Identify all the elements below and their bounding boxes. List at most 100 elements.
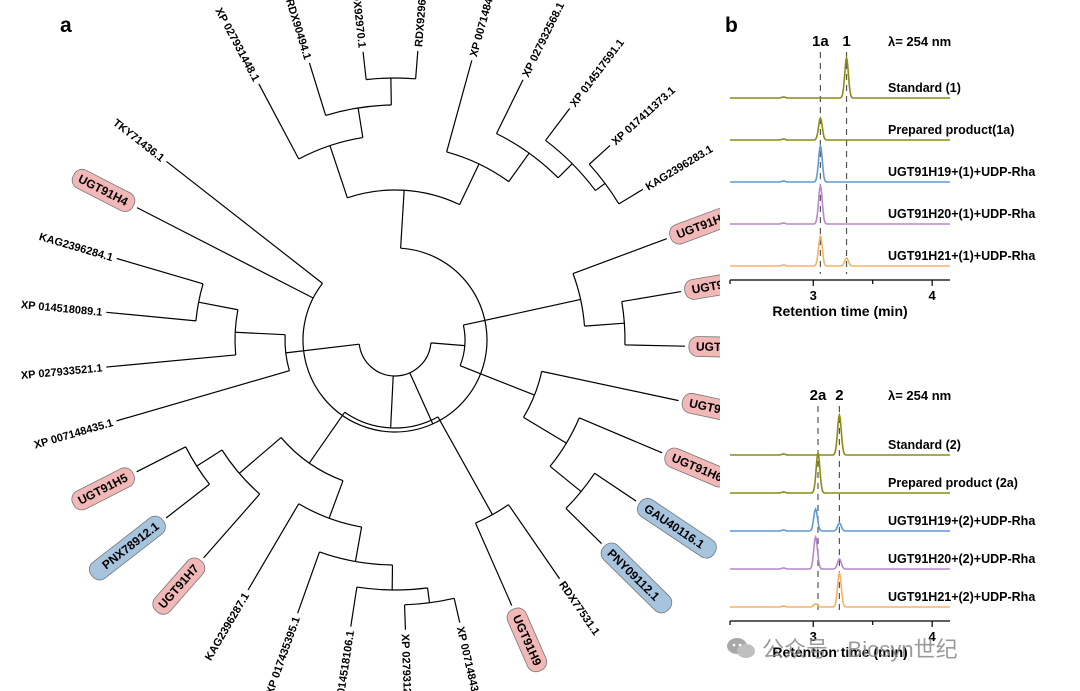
tree-branch	[308, 411, 346, 464]
leaf-label: GAU40116.1	[641, 501, 707, 551]
tree-branch	[329, 145, 348, 198]
leaf-ugt91h6: UGT91H6	[664, 447, 720, 488]
peak-label-2: 2	[835, 387, 843, 404]
x-axis-title: Retention time (min)	[772, 644, 907, 660]
tree-arc	[284, 334, 290, 371]
leaf-label: XP 017411373.1	[610, 85, 678, 148]
tree-branch	[588, 145, 611, 165]
leaf-ugt91h8: UGT91H8	[681, 392, 720, 424]
tree-arc	[366, 77, 416, 81]
tree-arc	[496, 133, 559, 179]
tree-branch	[459, 365, 535, 396]
trace-label: UGT91H19+(2)+UDP-Rha	[888, 514, 1036, 528]
trace-5	[730, 233, 950, 267]
leaf-rdx929701: RDX92970.1	[349, 0, 368, 49]
leaf-xp0071484341: XP 007148434.1	[468, 0, 501, 58]
leaf-badge	[681, 392, 720, 424]
leaf-ugt91h4: UGT91H4	[71, 168, 136, 212]
tree-arc	[319, 551, 393, 566]
tree-branch	[136, 446, 186, 473]
tree-branch	[595, 182, 606, 192]
tree-branch	[354, 526, 363, 562]
trace-label: UGT91H20+(2)+UDP-Rha	[888, 552, 1036, 566]
tree-arc	[572, 273, 586, 327]
tree-branch	[459, 163, 480, 205]
leaf-ugt91h13: UGT91H13	[684, 269, 720, 300]
trace-label: Standard (2)	[888, 438, 961, 452]
tree-branch	[594, 472, 637, 502]
panel-a-label: a	[60, 14, 72, 37]
trace-4	[730, 183, 950, 225]
leaf-badge	[684, 269, 720, 300]
leaf-ugt91h9: UGT91H9	[506, 607, 548, 673]
leaf-xp0279325681: XP 027932568.1	[520, 1, 567, 80]
leaf-badge	[600, 542, 673, 614]
peak-label-1a: 1a	[812, 33, 829, 50]
leaf-rdx775311: RDX77531.1	[556, 579, 602, 638]
tree-branch	[308, 62, 327, 116]
tree-branch	[357, 107, 364, 138]
tree-arc	[325, 104, 392, 117]
leaf-xp0279314481: XP 027931448.1	[212, 6, 261, 84]
leaf-gau401161: GAU40116.1	[637, 498, 717, 559]
trace-label: UGT91H20+(1)+UDP-Rha	[888, 207, 1036, 221]
tree-branch	[578, 417, 663, 454]
tree-branch	[403, 604, 407, 630]
leaf-ugt91h5: UGT91H5	[71, 467, 135, 511]
tree-branch	[572, 238, 667, 275]
trace-label: Prepared product (2a)	[888, 476, 1018, 490]
tree-branch	[203, 493, 261, 559]
tree-branch	[541, 370, 679, 402]
tree-arc	[549, 417, 580, 467]
leaf-rdx904941: RDX90494.1	[283, 0, 313, 61]
tree-branch	[247, 503, 300, 591]
tree-branch	[618, 188, 644, 205]
tree-arc	[344, 411, 439, 429]
leaf-label: XP 017435395.1	[264, 615, 303, 691]
tree-arc	[358, 342, 432, 377]
trace-2	[730, 116, 950, 141]
tree-branch	[565, 508, 602, 544]
trace-label: Standard (1)	[888, 81, 961, 95]
leaf-xp0174113731: XP 017411373.1	[610, 85, 678, 148]
tree-branch	[409, 372, 434, 425]
tree-arc	[347, 189, 460, 206]
tree-arc	[404, 597, 455, 606]
phylogenetic-tree: XP 027931448.1 RDX90494.1 RDX92970.1 RDX929…	[20, 0, 720, 691]
tree-branch	[196, 449, 223, 467]
tree-branch	[557, 163, 573, 179]
leaf-label: RDX92970.1	[349, 0, 368, 49]
leaf-label: PNY09112.1	[604, 546, 662, 604]
leaf-kag23962871: KAG2396287.1	[203, 591, 252, 663]
leaf-label: RDX77531.1	[556, 579, 602, 638]
tree-arc	[565, 472, 596, 509]
leaf-ugt91h11: UGT91H11	[669, 203, 720, 245]
x-tick-label: 4	[929, 288, 937, 303]
tree-branch	[390, 375, 394, 428]
tree-branch	[453, 598, 461, 623]
leaf-label: KAG2396287.1	[203, 591, 252, 663]
leaf-pny091121: PNY09112.1	[600, 542, 673, 614]
tree-arc	[621, 301, 626, 345]
leaf-label: RDX90494.1	[283, 0, 313, 61]
tree-branch	[545, 108, 571, 141]
tree-arc	[298, 136, 363, 160]
leaf-rdx929691: RDX92969.1	[413, 0, 430, 47]
trace-4	[730, 534, 950, 570]
leaf-label: XP 014517591.1	[568, 37, 627, 110]
tree-branch	[106, 354, 236, 368]
leaf-xp0279335211: XP 027933521.1	[20, 362, 103, 382]
tree-branch	[136, 207, 314, 299]
tree-branch	[437, 416, 493, 515]
tree-branch	[116, 257, 204, 285]
trace-label: UGT91H21+(1)+UDP-Rha	[888, 249, 1036, 263]
trace-label: UGT91H19+(1)+UDP-Rha	[888, 165, 1036, 179]
tree-branch	[426, 587, 431, 603]
leaf-badge	[152, 557, 206, 615]
tree-branch	[116, 370, 290, 422]
leaf-kag23962831: KAG2396283.1	[644, 143, 716, 193]
leaf-badge	[71, 168, 136, 212]
leaf-label: KAG2396283.1	[644, 143, 716, 193]
